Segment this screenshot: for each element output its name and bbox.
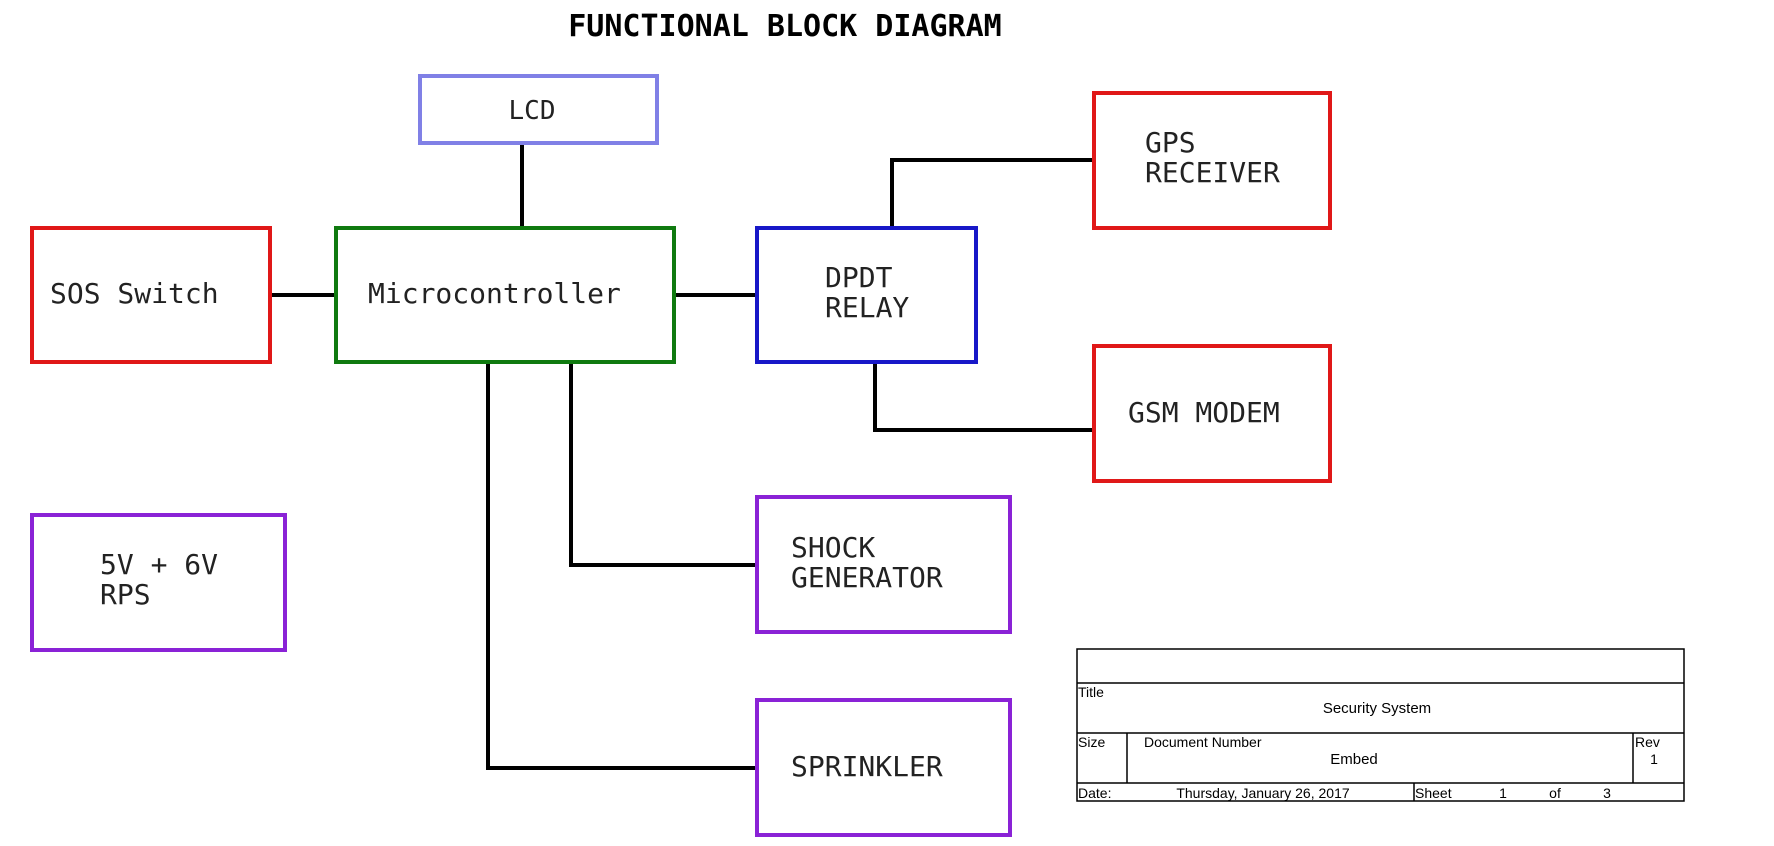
gsm-modem-label: GSM MODEM (1128, 396, 1280, 429)
title-label: Title (1078, 684, 1104, 700)
title-block: Title Security System Size Document Numb… (1076, 648, 1685, 802)
sos-switch-label: SOS Switch (50, 277, 219, 310)
dpdt-relay-label-line2: RELAY (825, 291, 909, 324)
date-value: Thursday, January 26, 2017 (1176, 785, 1350, 801)
svg-text:SHOCK GENERATOR: SHOCK GENERATOR (791, 531, 943, 594)
gps-receiver-block (1092, 91, 1332, 230)
svg-text:5V + 6V RPS: 5V + 6V RPS (100, 548, 235, 611)
title-value: Security System (1323, 700, 1431, 717)
svg-text:GSM MODEM: GSM MODEM (1128, 396, 1280, 429)
sprinkler-block (755, 698, 1012, 837)
connections (270, 143, 1094, 770)
gps-receiver-label-line2: RECEIVER (1145, 156, 1280, 189)
svg-text:GPS RECEIVER: GPS RECEIVER (1145, 126, 1280, 189)
rps-label-line1: 5V + 6V (100, 548, 218, 581)
dpdt-relay-label-line1: DPDT (825, 261, 893, 294)
dpdt-relay-block (755, 226, 978, 364)
gps-receiver-label-line1: GPS (1145, 126, 1196, 159)
size-label: Size (1078, 734, 1105, 750)
wire-relay-gsm (873, 362, 1094, 432)
svg-text:SPRINKLER: SPRINKLER (791, 750, 943, 783)
sheet-total: 3 (1603, 785, 1611, 801)
svg-text:SOS Switch: SOS Switch (50, 277, 219, 310)
document-number-label: Document Number (1144, 734, 1262, 750)
document-number-value: Embed (1330, 751, 1378, 768)
svg-text:LCD: LCD (509, 96, 556, 126)
diagram-title: FUNCTIONAL BLOCK DIAGRAM (568, 9, 1001, 44)
sprinkler-label: SPRINKLER (791, 750, 943, 783)
rev-label: Rev (1635, 734, 1660, 750)
rev-value: 1 (1650, 751, 1658, 767)
microcontroller-label: Microcontroller (368, 277, 621, 310)
sheet-label: Sheet (1415, 785, 1452, 801)
shock-generator-block (755, 495, 1012, 634)
svg-text:Microcontroller: Microcontroller (368, 277, 621, 310)
svg-text:DPDT RELAY: DPDT RELAY (825, 261, 909, 324)
date-label: Date: (1078, 785, 1111, 801)
gsm-modem-block (1092, 344, 1332, 483)
shock-generator-label-line2: GENERATOR (791, 561, 943, 594)
wire-mcu-sprinkler (486, 362, 757, 770)
wire-relay-gps (890, 158, 1094, 228)
rps-block (30, 513, 287, 652)
wire-mcu-shock (569, 362, 757, 567)
microcontroller-block (334, 226, 676, 364)
rps-label-line2: RPS (100, 578, 151, 611)
shock-generator-label-line1: SHOCK (791, 531, 875, 564)
sheet-value: 1 (1499, 785, 1507, 801)
lcd-label: LCD (509, 96, 556, 126)
sos-switch-block (30, 226, 272, 364)
lcd-block (418, 74, 659, 145)
title-block-frame (1076, 648, 1685, 802)
of-label: of (1549, 785, 1561, 801)
